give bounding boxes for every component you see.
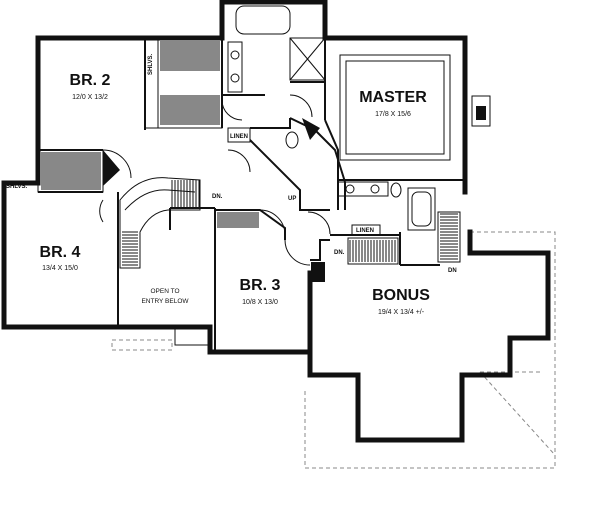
up-label: UP — [288, 196, 296, 202]
linen-label-master: LINEN — [230, 134, 248, 140]
right-stair-treads — [440, 213, 458, 260]
main-stair-treads — [171, 180, 200, 208]
br2-title: BR. 2 — [70, 72, 111, 89]
br2-dims: 12/0 X 13/2 — [72, 94, 108, 101]
shlvs-label-br4: SHLVS. — [6, 184, 28, 190]
structural-columns — [103, 118, 325, 282]
br3-title: BR. 3 — [240, 277, 281, 294]
fixtures — [227, 5, 491, 198]
dn-stair-label: DN. — [212, 194, 223, 200]
linen-label-hall: LINEN — [356, 228, 374, 234]
br4-title: BR. 4 — [40, 244, 81, 261]
br2-closet-hatch-top — [160, 41, 220, 71]
bonus-dims: 19/4 X 13/4 +/- — [378, 309, 425, 316]
main-stair-lower-treads — [122, 231, 138, 266]
br2-closet-hatch-bottom — [160, 95, 220, 125]
master-dims: 17/8 X 15/6 — [375, 111, 411, 118]
bonus-staircase — [347, 211, 461, 265]
open-to-label-2: ENTRY BELOW — [141, 298, 189, 305]
br4-dims: 13/4 X 15/0 — [42, 265, 78, 272]
bonus-title: BONUS — [372, 287, 430, 304]
dn-bonus-label: DN. — [334, 250, 345, 256]
bonus-stair-treads — [349, 240, 396, 262]
br3-closet-hatch — [217, 212, 259, 228]
master-title: MASTER — [359, 89, 427, 106]
br3-dims: 10/8 X 13/0 — [242, 299, 278, 306]
attic-outline — [111, 231, 556, 469]
doors — [99, 94, 331, 266]
main-staircase — [119, 177, 201, 269]
br4-closet-hatch — [41, 152, 101, 190]
shlvs-label-br2: SHLVS. — [148, 53, 154, 75]
dn-right-label: DN — [448, 268, 457, 274]
open-to-label-1: OPEN TO — [150, 288, 179, 295]
